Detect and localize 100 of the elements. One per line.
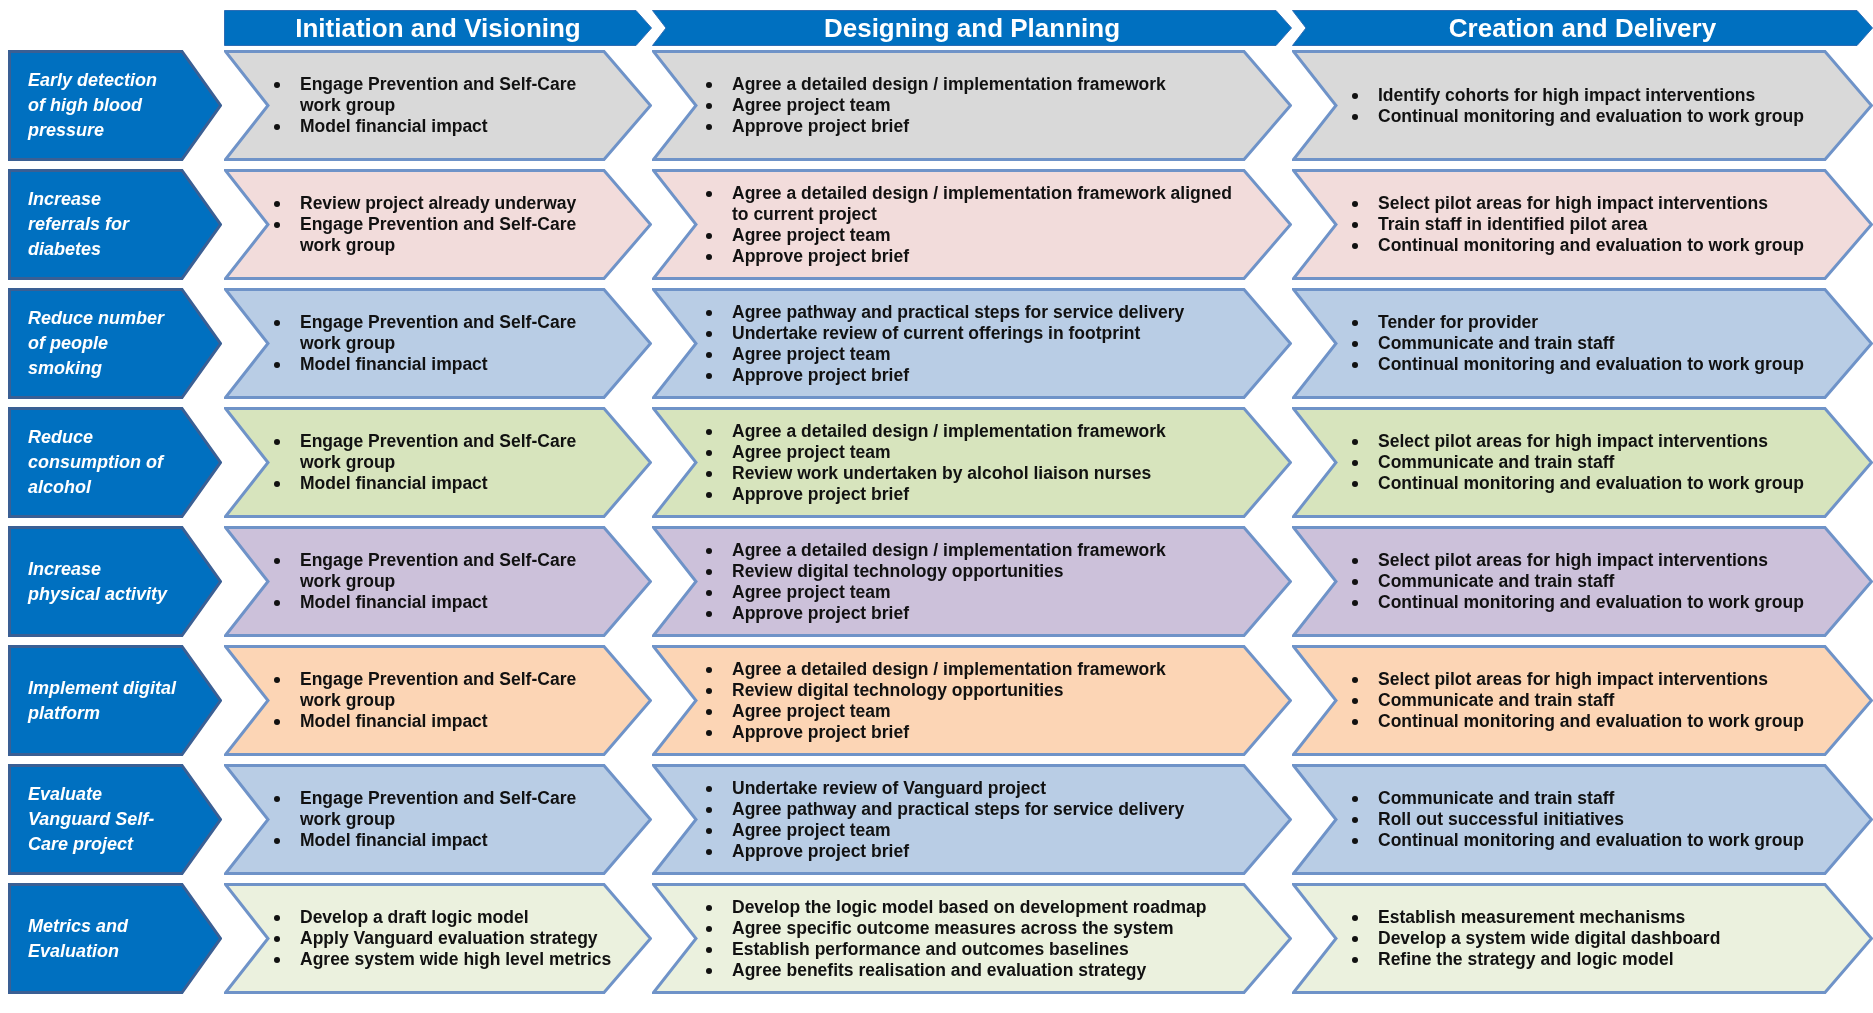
bullet-text: Undertake review of current offerings in footprint: [732, 322, 1142, 344]
row-label: Reduce consumption of alcohol: [28, 426, 166, 499]
bullet-text: Model financial impact: [300, 592, 489, 613]
goal-panel: [8, 169, 222, 280]
bullet-text: Model financial impact: [300, 116, 489, 137]
bullet-text: Select pilot areas for high impact interventions: [1378, 431, 1769, 452]
phase-banner: [652, 10, 1292, 46]
row-label: Early detection of high blood pressure: [28, 69, 159, 142]
task-panel: [1292, 407, 1873, 518]
bullet-text: Agree pathway and practical steps for service delivery: [732, 301, 1185, 323]
bullet-text: Agree pathway and practical steps for service delivery: [732, 798, 1185, 820]
bullet-text: Continual monitoring and evaluation to work group: [1378, 354, 1804, 375]
row-label: Implement digital platform: [28, 676, 177, 725]
bullet-text: Engage Prevention and Self-Care work group: [300, 550, 578, 592]
bullet-text: Model financial impact: [300, 354, 489, 375]
task-panel: [1292, 288, 1873, 399]
task-panel: [652, 288, 1292, 399]
bullet-text: Review digital technology opportunities: [732, 679, 1065, 701]
bullet-text: Develop a system wide digital dashboard: [1378, 928, 1721, 949]
bullet-text: Engage Prevention and Self-Care work group: [300, 431, 578, 473]
phase-title: Creation and Delivery: [1448, 12, 1717, 44]
bullet-text: Review work undertaken by alcohol liaison nurses: [732, 462, 1153, 484]
bullet-text: Tender for provider: [1378, 312, 1540, 333]
bullet-text: Roll out successful initiatives: [1378, 809, 1626, 830]
goal-panel: [8, 645, 222, 756]
bullet-text: Select pilot areas for high impact interventions: [1378, 193, 1769, 214]
goal-panel: [8, 526, 222, 637]
bullet-text: Agree project team: [732, 95, 892, 116]
bullet-text: Agree system wide high level metrics: [300, 949, 612, 970]
bullet-text: Apply Vanguard evaluation strategy: [300, 928, 599, 949]
bullet-text: Develop a draft logic model: [300, 907, 530, 928]
bullet-text: Approve project brief: [732, 721, 910, 743]
bullet-text: Develop the logic model based on development roadmap: [732, 896, 1207, 918]
task-panel: [224, 50, 652, 161]
bullet-text: Continual monitoring and evaluation to work group: [1378, 592, 1804, 613]
bullet-text: Establish performance and outcomes baselines: [732, 938, 1130, 960]
bullet-text: Continual monitoring and evaluation to work group: [1378, 235, 1804, 256]
phase-title: Designing and Planning: [823, 12, 1121, 44]
task-panel: [224, 169, 652, 280]
bullet-text: Review digital technology opportunities: [732, 560, 1065, 582]
bullet-text: Select pilot areas for high impact interventions: [1378, 550, 1769, 571]
phase-banner: [1292, 10, 1873, 46]
bullet-text: Communicate and train staff: [1378, 333, 1616, 354]
goal-panel: [8, 883, 222, 994]
goal-panel: [8, 407, 222, 518]
bullet-text: Review project already underway: [300, 193, 578, 214]
task-panel: [652, 169, 1292, 280]
task-panel: [224, 883, 652, 994]
task-panel: [1292, 645, 1873, 756]
bullet-text: Communicate and train staff: [1378, 788, 1616, 809]
task-panel: [1292, 883, 1873, 994]
bullet-text: Agree a detailed design / implementation framework: [732, 74, 1166, 95]
bullet-text: Engage Prevention and Self-Care work group: [300, 669, 578, 711]
bullet-text: Identify cohorts for high impact interventions: [1378, 84, 1757, 106]
bullet-text: Refine the strategy and logic model: [1378, 949, 1675, 970]
bullet-text: Model financial impact: [300, 711, 489, 732]
bullet-text: Agree project team: [732, 441, 892, 463]
bullet-text: Agree project team: [732, 224, 892, 246]
task-panel: [652, 526, 1292, 637]
phase-banner: [224, 10, 652, 46]
bullet-text: Agree a detailed design / implementation framework: [732, 539, 1166, 561]
bullet-text: Agree a detailed design / implementation framework: [732, 658, 1166, 680]
task-panel: [652, 764, 1292, 875]
task-panel: [1292, 169, 1873, 280]
bullet-text: Approve project brief: [732, 245, 910, 267]
task-panel: [1292, 50, 1873, 161]
bullet-text: Agree a detailed design / implementation framework: [732, 420, 1166, 442]
bullet-text: Select pilot areas for high impact interventions: [1378, 669, 1769, 690]
row-label: Evaluate Vanguard Self-Care project: [28, 783, 156, 856]
task-panel: [224, 645, 652, 756]
bullet-text: Approve project brief: [732, 364, 910, 386]
bullet-text: Engage Prevention and Self-Care work group: [300, 214, 578, 256]
task-panel: [224, 407, 652, 518]
task-panel: [1292, 526, 1873, 637]
bullet-text: Communicate and train staff: [1378, 452, 1616, 473]
bullet-text: Continual monitoring and evaluation to work group: [1378, 473, 1804, 494]
bullet-text: Approve project brief: [732, 116, 910, 137]
row-label: Metrics and Evaluation: [28, 914, 130, 963]
bullet-text: Model financial impact: [300, 830, 489, 851]
bullet-text: Undertake review of Vanguard project: [732, 777, 1048, 799]
bullet-text: Establish measurement mechanisms: [1378, 907, 1687, 928]
bullet-text: Engage Prevention and Self-Care work group: [300, 74, 578, 116]
bullet-text: Approve project brief: [732, 602, 910, 624]
bullet-text: Continual monitoring and evaluation to work group: [1378, 105, 1804, 127]
bullet-text: Communicate and train staff: [1378, 571, 1616, 592]
goal-panel: [8, 764, 222, 875]
task-panel: [652, 883, 1292, 994]
bullet-text: Agree project team: [732, 819, 892, 841]
task-panel: [652, 645, 1292, 756]
task-panel: [224, 764, 652, 875]
bullet-text: Continual monitoring and evaluation to work group: [1378, 830, 1804, 851]
bullet-text: Agree project team: [732, 343, 892, 365]
bullet-text: Agree benefits realisation and evaluation strategy: [732, 959, 1148, 981]
task-panel: [1292, 764, 1873, 875]
task-panel: [652, 50, 1292, 161]
bullet-text: Approve project brief: [732, 483, 910, 505]
row-label: Reduce number of people smoking: [28, 307, 166, 380]
phase-title: Initiation and Visioning: [295, 12, 581, 44]
task-panel: [224, 526, 652, 637]
bullet-text: Engage Prevention and Self-Care work group: [300, 312, 578, 354]
